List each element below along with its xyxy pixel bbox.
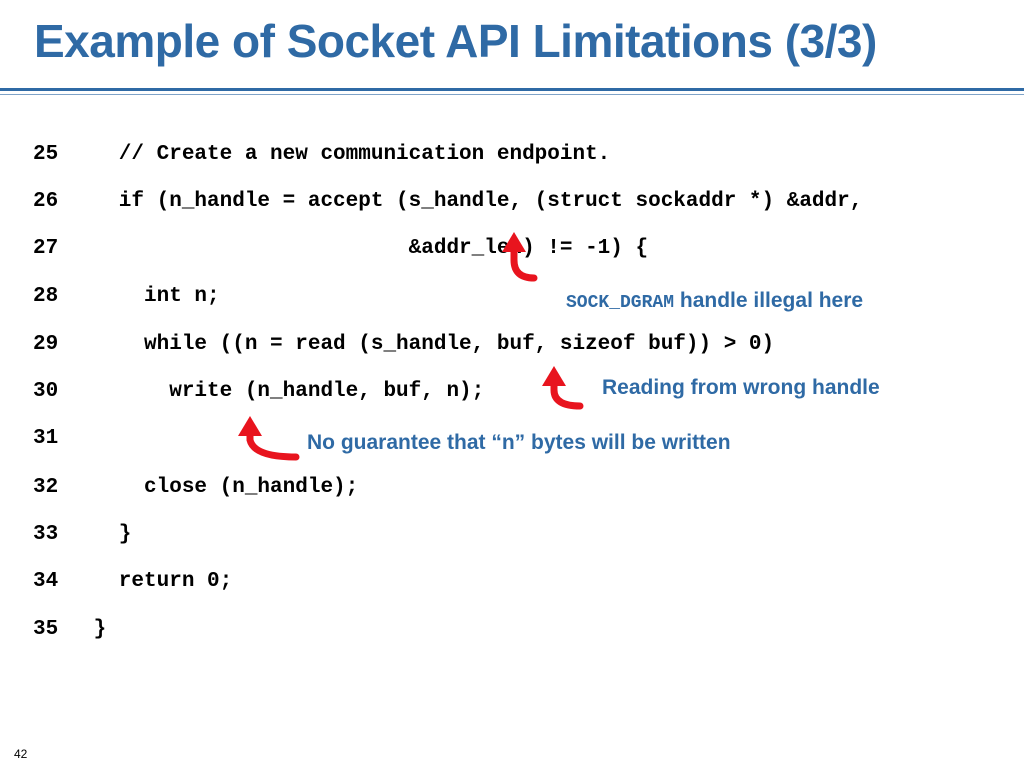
code-text: return 0;: [81, 570, 233, 593]
annotation-text: handle illegal here: [674, 289, 864, 312]
slide-title: Example of Socket API Limitations (3/3): [34, 15, 877, 67]
code-line: 32 close (n_handle);: [0, 476, 358, 506]
code-text: int n;: [81, 285, 220, 308]
title-divider: [0, 88, 1024, 91]
code-text: &addr_len) != -1) {: [81, 237, 649, 260]
line-number: 30: [33, 380, 59, 403]
annotation-sock-dgram: SOCK_DGRAM handle illegal here: [566, 289, 863, 313]
code-line: 25 // Create a new communication endpoin…: [0, 143, 610, 173]
code-text: while ((n = read (s_handle, buf, sizeof …: [81, 333, 775, 356]
line-number: 28: [33, 285, 59, 308]
code-line: 33 }: [0, 523, 131, 553]
annotation-no-guarantee: No guarantee that “n” bytes will be writ…: [307, 431, 731, 454]
code-line: 31: [0, 427, 58, 457]
code-line: 29 while ((n = read (s_handle, buf, size…: [0, 333, 774, 363]
line-number: 34: [33, 570, 59, 593]
page-number: 42: [14, 747, 28, 761]
code-line: 30 write (n_handle, buf, n);: [0, 380, 484, 410]
code-line: 35 }: [0, 618, 106, 648]
annotation-code: SOCK_DGRAM: [566, 293, 675, 313]
code-line: 27 &addr_len) != -1) {: [0, 237, 648, 267]
code-line: 28 int n;: [0, 285, 220, 315]
code-text: if (n_handle = accept (s_handle, (struct…: [81, 190, 863, 213]
line-number: 32: [33, 476, 59, 499]
code-text: // Create a new communication endpoint.: [81, 143, 611, 166]
annotation-wrong-handle: Reading from wrong handle: [602, 376, 880, 399]
code-text: write (n_handle, buf, n);: [81, 380, 485, 403]
code-text: }: [81, 618, 107, 641]
line-number: 35: [33, 618, 59, 641]
line-number: 29: [33, 333, 59, 356]
title-divider-thin: [0, 94, 1024, 95]
line-number: 31: [33, 427, 59, 450]
code-text: }: [81, 523, 132, 546]
code-line: 34 return 0;: [0, 570, 232, 600]
curved-arrow-icon: [502, 232, 538, 282]
line-number: 25: [33, 143, 59, 166]
curved-arrow-icon: [542, 366, 584, 410]
line-number: 26: [33, 190, 59, 213]
line-number: 27: [33, 237, 59, 260]
code-line: 26 if (n_handle = accept (s_handle, (str…: [0, 190, 862, 220]
code-text: close (n_handle);: [81, 476, 359, 499]
line-number: 33: [33, 523, 59, 546]
curved-arrow-icon: [238, 416, 300, 461]
